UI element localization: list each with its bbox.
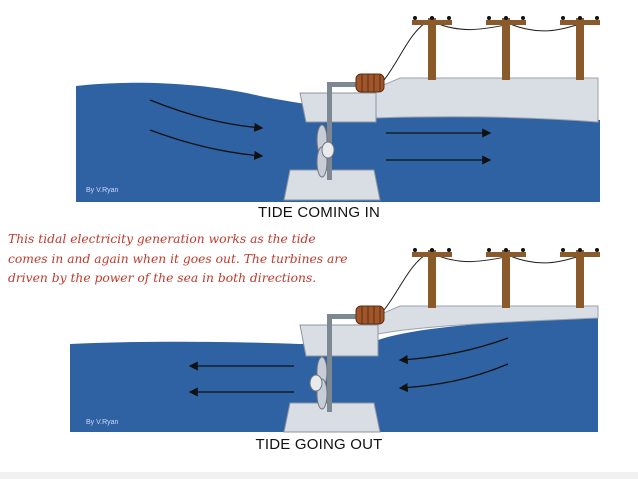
shaft-arm-bottom [327, 314, 361, 319]
utility-pole-bottom-1 [412, 248, 452, 308]
turbine-propeller-bottom [309, 356, 328, 410]
turbine-shaft-top [327, 84, 332, 180]
description-text: This tidal electricity generation works … [8, 232, 348, 285]
caption-tide-coming-in: TIDE COMING IN [258, 204, 380, 221]
tide-going-out-diagram [70, 248, 600, 433]
dam-upper-block-bottom [299, 324, 379, 357]
utility-pole-top-2 [486, 16, 526, 80]
power-cable-top [383, 19, 581, 81]
credit-label-bottom: By V.Ryan [86, 419, 119, 426]
caption-tide-going-out: TIDE GOING OUT [255, 436, 383, 453]
dam-upper-block-top [299, 92, 377, 123]
sea-water-bottom [70, 316, 598, 432]
shore-land-top [371, 77, 599, 123]
tide-coming-in-diagram [76, 16, 600, 202]
credit-label-top: By V.Ryan [86, 187, 119, 194]
flow-arrow-bottom-4 [398, 363, 509, 393]
flow-arrow-top-2 [149, 129, 264, 160]
generator-coil-bottom [355, 305, 385, 325]
generator-coil-top [355, 73, 385, 93]
shore-land-bottom [371, 305, 599, 335]
utility-pole-top-3 [560, 16, 600, 80]
utility-pole-bottom-2 [486, 248, 526, 308]
shaft-arm-top [327, 82, 361, 87]
dam-lower-block-bottom [283, 402, 381, 433]
utility-pole-top-1 [412, 16, 452, 80]
turbine-shaft-bottom [327, 316, 332, 412]
footer-strip [0, 472, 638, 479]
utility-pole-bottom-3 [560, 248, 600, 308]
sea-water-top [76, 82, 600, 202]
flow-arrow-bottom-3 [398, 337, 509, 365]
flow-arrow-top-1 [149, 99, 264, 132]
turbine-propeller-top [316, 124, 335, 178]
dam-lower-block-top [283, 169, 381, 201]
power-cable-bottom [383, 251, 581, 311]
